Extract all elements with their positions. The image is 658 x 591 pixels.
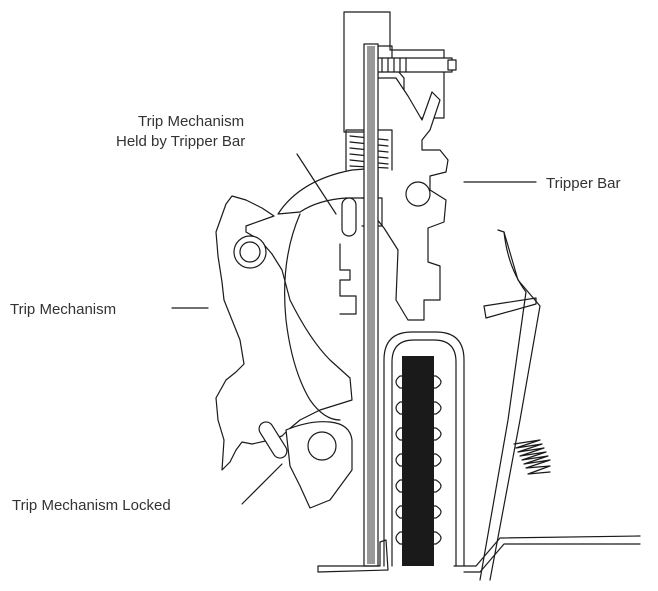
trip-mechanism <box>215 195 353 471</box>
tripper-bar <box>375 77 449 321</box>
contact-arm <box>479 229 541 581</box>
latch-pin <box>341 197 357 237</box>
base-bracket <box>317 535 641 573</box>
leader-locked <box>241 463 283 505</box>
cam-pivot <box>307 431 337 461</box>
label-trip-mechanism-locked: Trip Mechanism Locked <box>12 497 171 514</box>
calibration-screw <box>375 57 457 73</box>
label-trip-mechanism: Trip Mechanism <box>10 301 116 318</box>
lower-cam <box>258 421 353 509</box>
label-held-line1: Trip Mechanism <box>138 113 244 130</box>
leader-held <box>296 153 337 215</box>
leader-lines <box>171 153 537 505</box>
magnetic-coil <box>383 331 465 567</box>
label-tripper-bar: Tripper Bar <box>546 175 620 192</box>
label-held-line2: Held by Tripper Bar <box>116 133 245 150</box>
coil-core <box>402 356 434 566</box>
bimetal-strip <box>363 43 379 567</box>
tripper-bar-pivot <box>405 181 431 207</box>
frame-contour <box>284 213 357 421</box>
trip-mechanism-pivot-inner <box>239 241 261 263</box>
tension-spring <box>513 439 551 475</box>
locking-pin <box>258 421 288 459</box>
